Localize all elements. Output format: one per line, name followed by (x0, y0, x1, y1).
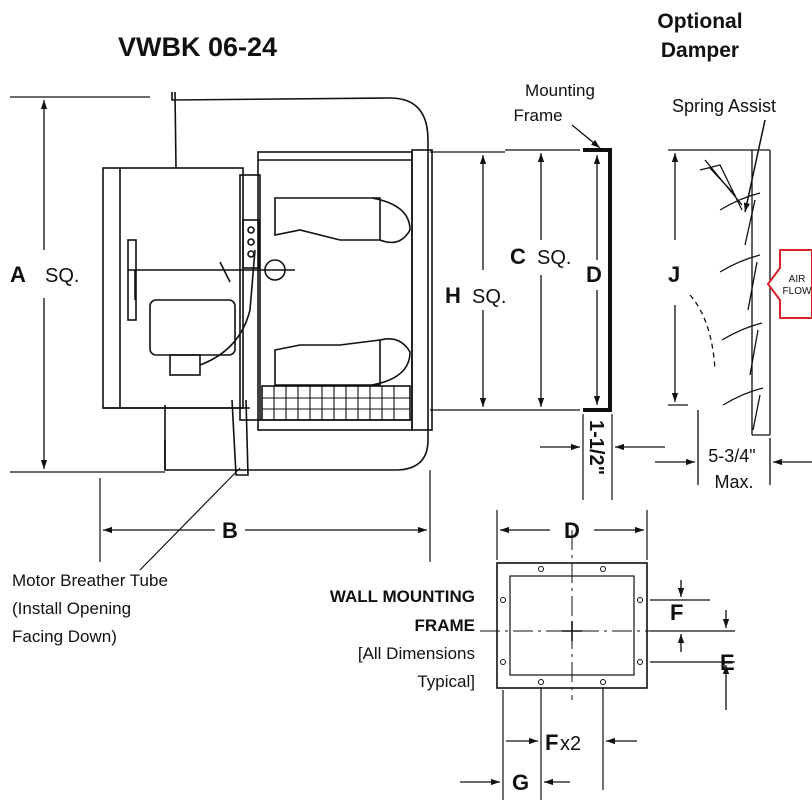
airflow-line1: AIR (789, 274, 806, 285)
dimension-b-label: B (222, 518, 238, 543)
dimension-a-label: A (10, 262, 26, 287)
frame-dimension-d-label: D (564, 518, 580, 543)
motor-note-line3: Facing Down) (12, 627, 117, 646)
airflow-arrow-icon: AIR FLOW (766, 249, 812, 319)
wall-frame-line2: FRAME (415, 616, 475, 635)
frame-fx2-letter: F (545, 730, 558, 755)
fan-unit-side-view (102, 91, 433, 476)
motor-note-line2: (Install Opening (12, 599, 131, 618)
dimension-h: H SQ. (430, 151, 506, 411)
wall-frame-line1: WALL MOUNTING (330, 587, 475, 606)
max-depth-line2: Max. (714, 472, 753, 492)
mounting-frame-line2: Frame (513, 106, 562, 125)
frame-dimension-e-label: E (720, 650, 735, 675)
wall-frame-line3: [All Dimensions (358, 644, 475, 663)
dimension-c: C SQ. (505, 149, 580, 411)
drawing-title: VWBK 06-24 (118, 32, 277, 62)
max-depth-line1: 5-3/4" (708, 446, 755, 466)
dimension-c-suffix: SQ. (537, 247, 571, 269)
wall-mounting-frame-front: D F E F x2 G (460, 510, 735, 800)
dimension-h-suffix: SQ. (472, 286, 506, 308)
airflow-line2: FLOW (783, 286, 812, 297)
dimension-j-label: J (668, 262, 680, 287)
frame-dimension-g-label: G (512, 770, 529, 795)
damper-side-view: Spring Assist J 5-3/4" Max. (655, 96, 812, 492)
motor-breather-note: Motor Breather Tube (Install Opening Fac… (12, 467, 241, 646)
wall-frame-caption: WALL MOUNTING FRAME [All Dimensions Typi… (330, 587, 475, 691)
spring-assist-label: Spring Assist (672, 96, 776, 116)
dimension-a-suffix: SQ. (45, 265, 79, 287)
flange-dimension-label: 1-1/2" (585, 420, 607, 475)
frame-fx2-suffix: x2 (560, 733, 581, 755)
dimension-d-label: D (586, 262, 602, 287)
damper-title-line2: Damper (661, 39, 739, 62)
dimension-h-label: H (445, 283, 461, 308)
mounting-frame-side: Mounting Frame D 1-1/2" (513, 81, 665, 500)
mounting-frame-line1: Mounting (525, 81, 595, 100)
dimension-b: B (99, 470, 431, 562)
dimension-a: A SQ. (10, 96, 165, 473)
wall-frame-line4: Typical] (417, 672, 475, 691)
frame-dimension-f-label: F (670, 600, 683, 625)
damper-title-line1: Optional (657, 10, 742, 33)
dimension-c-label: C (510, 244, 526, 269)
motor-note-line1: Motor Breather Tube (12, 571, 168, 590)
